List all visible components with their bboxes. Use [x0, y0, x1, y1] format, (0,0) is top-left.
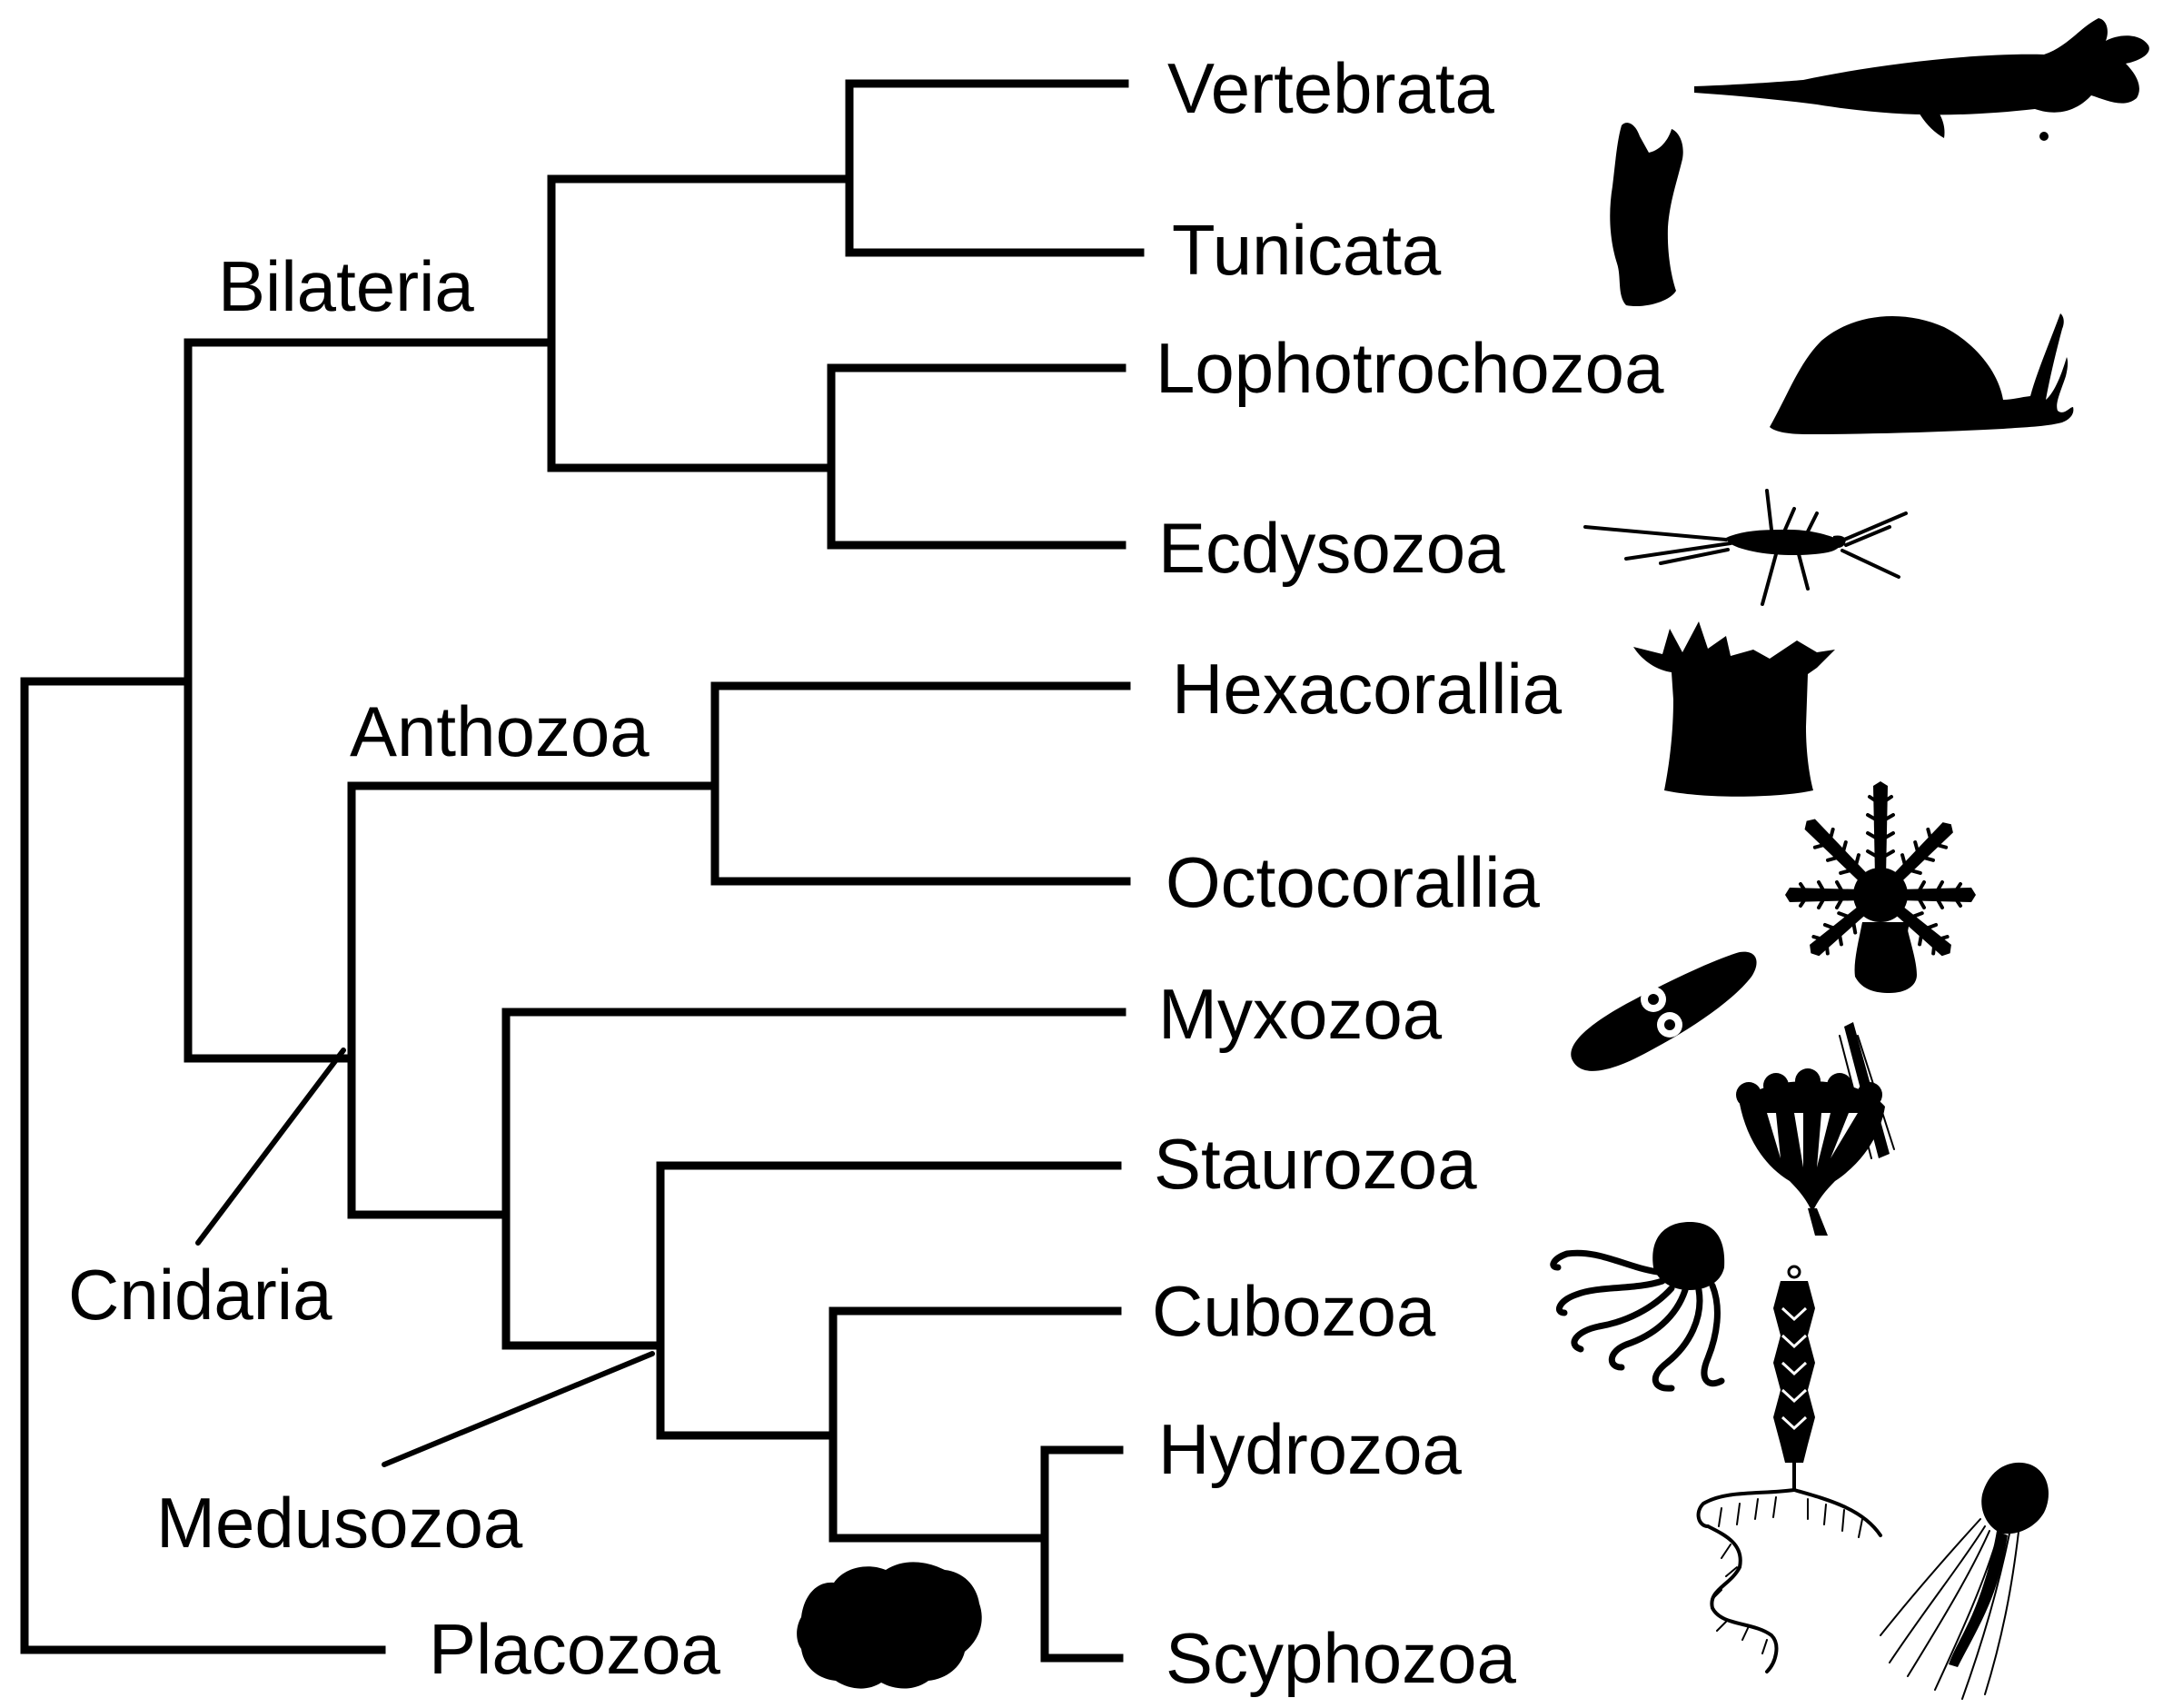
- sea-squirt-silhouette-icon: [1610, 123, 1683, 307]
- edge-bilateria-cnidaria: [184, 338, 556, 1063]
- taxon-label-vertebrata: Vertebrata: [1167, 48, 1495, 128]
- gar-fish-silhouette-icon: [1694, 18, 2149, 141]
- snail-silhouette-icon: [1770, 313, 2074, 434]
- edge-protostomia: [827, 363, 1126, 550]
- taxon-label-octocorallia: Octocorallia: [1166, 842, 1540, 922]
- taxon-label-placozoa: Placozoa: [429, 1609, 720, 1689]
- myxozoan-spore-silhouette-icon: [1571, 951, 1757, 1071]
- stalked-jellyfish-silhouette-icon: [1736, 1022, 1895, 1236]
- cnidaria-pointer: [195, 1048, 346, 1246]
- edge-deuterostomia: [845, 79, 1145, 257]
- edge-hydrozoa-scyphozoa: [1040, 1445, 1124, 1663]
- edge-cubozoa-node: [828, 1306, 1122, 1543]
- taxon-label-scyphozoa: Scyphozoa: [1166, 1618, 1517, 1698]
- box-jellyfish-silhouette-icon: [1550, 1222, 1725, 1392]
- taxon-label-hydrozoa: Hydrozoa: [1158, 1409, 1462, 1489]
- clade-label-cnidaria: Cnidaria: [68, 1255, 332, 1335]
- siphonophore-silhouette-icon: [1696, 1265, 1882, 1673]
- edge-bilateria: [547, 174, 854, 472]
- tree-edges: [20, 79, 1145, 1663]
- clade-label-medusozoa: Medusozoa: [156, 1483, 523, 1563]
- bristletail-insect-silhouette-icon: [1583, 489, 1908, 606]
- edge-cnidaria: [347, 781, 719, 1219]
- edge-anthozoa: [710, 681, 1131, 886]
- taxon-label-ecdysozoa: Ecdysozoa: [1158, 508, 1505, 588]
- edge-root: [20, 677, 386, 1654]
- taxon-label-myxozoa: Myxozoa: [1158, 974, 1443, 1054]
- taxon-label-lophotrochozoa: Lophotrochozoa: [1156, 328, 1664, 408]
- soft-coral-polyp-silhouette-icon: [1785, 781, 1976, 993]
- medusozoa-pointer: [382, 1351, 655, 1467]
- trichoplax-silhouette-icon: [797, 1562, 982, 1689]
- taxon-label-tunicata: Tunicata: [1172, 210, 1442, 290]
- taxon-label-staurozoa: Staurozoa: [1154, 1124, 1477, 1204]
- taxon-label-cubozoa: Cubozoa: [1152, 1271, 1436, 1351]
- edge-myxozoa-medusozoa: [501, 1008, 1126, 1350]
- jellyfish-silhouette-icon: [1880, 1462, 2049, 1700]
- clade-label-anthozoa: Anthozoa: [350, 691, 650, 771]
- taxon-label-hexacorallia: Hexacorallia: [1172, 649, 1563, 729]
- edge-medusozoa: [656, 1161, 1122, 1440]
- clade-label-bilateria: Bilateria: [218, 246, 474, 326]
- sea-anemone-silhouette-icon: [1633, 621, 1835, 797]
